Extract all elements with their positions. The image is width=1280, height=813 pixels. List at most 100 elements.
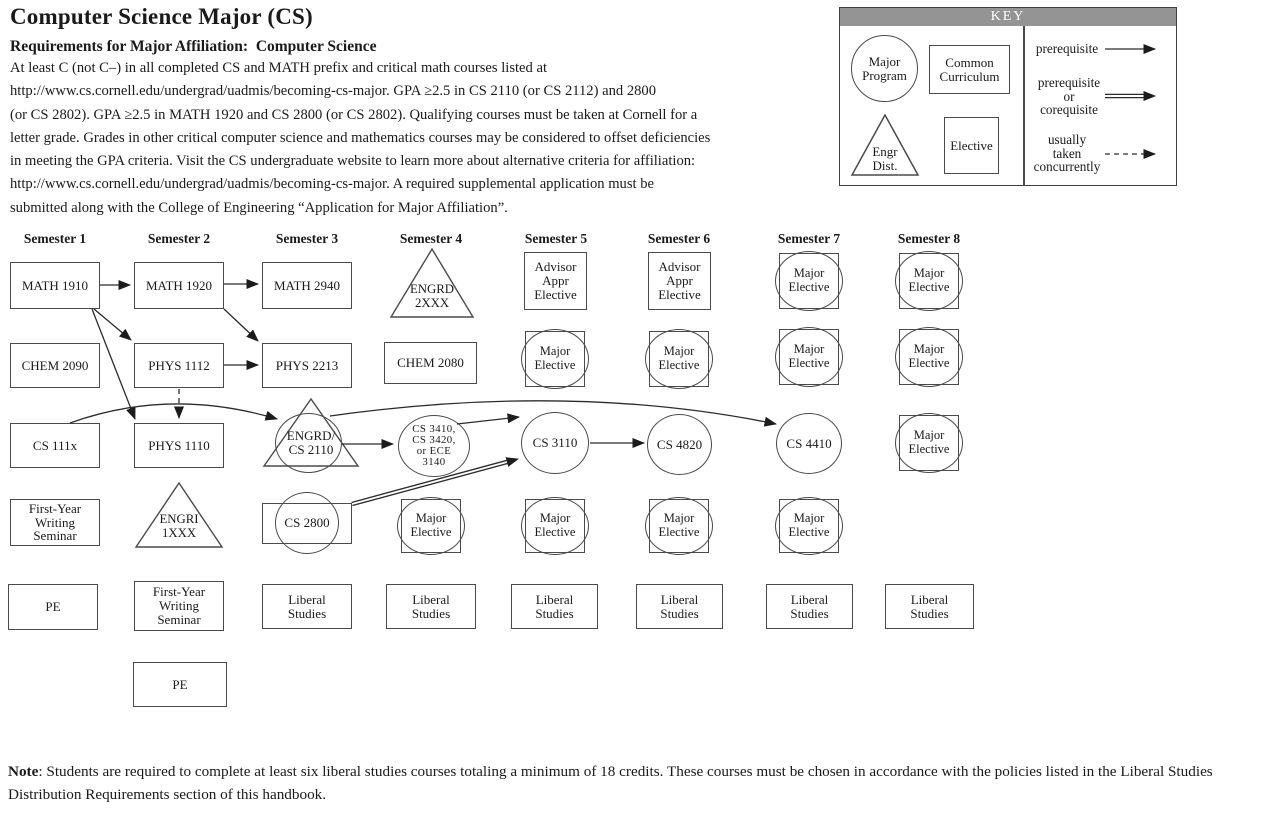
semester-header-8: Semester 8 — [897, 231, 961, 246]
key-common-curriculum-rect: Common Curriculum — [929, 45, 1010, 94]
page-title: Computer Science Major (CS) — [10, 4, 313, 29]
node-label: CHEM 2080 — [384, 342, 477, 384]
node-label: MATH 1920 — [134, 262, 224, 309]
note-body: : Students are required to complete at l… — [8, 763, 1213, 804]
semester-header-5: Semester 5 — [524, 231, 588, 246]
node-label-line: Major — [663, 511, 695, 526]
node-chem-2080: CHEM 2080 — [384, 342, 477, 384]
node-label-line: Studies — [660, 605, 699, 621]
key-divider — [1023, 26, 1025, 185]
node-label-line: CHEM 2090 — [21, 357, 89, 373]
key-engr-dist-label: Engr Dist. — [872, 144, 898, 173]
semester-header-2: Semester 2 — [147, 231, 211, 246]
node-label-line: Liberal — [535, 591, 574, 607]
node-chem-2090: CHEM 2090 — [10, 343, 100, 388]
key-elective-label: Elective — [950, 137, 993, 153]
node-label-line: Major — [793, 342, 825, 357]
node-cs-4820: CS 4820 — [647, 414, 712, 475]
node-label-line: CS 3110 — [532, 435, 578, 451]
node-label-line: Writing — [159, 598, 199, 614]
node-label-line: Elective — [788, 280, 830, 294]
node-label-line: 3140 — [422, 456, 446, 469]
node-label-line: Elective — [658, 525, 700, 539]
node-label-line: Major — [913, 266, 945, 281]
node-label: MATH 2940 — [262, 262, 352, 309]
semester-header-1: Semester 1 — [23, 231, 87, 246]
concurrent-arrow-icon — [1105, 149, 1156, 159]
node-label-line: 1XXX — [161, 526, 197, 541]
node-label: CS 4820 — [647, 414, 712, 475]
node-label-line: Advisor — [658, 259, 701, 275]
node-label-line: Elective — [908, 442, 950, 456]
key-common-curriculum-label: Common Curriculum — [939, 54, 1000, 84]
node-engrd-cs-2110: ENGRD/CS 2110 — [262, 397, 360, 475]
edge-cs-111x-to-engrd-cs-2110 — [69, 403, 278, 424]
note-label: Note — [8, 763, 39, 780]
node-label-line: Liberal — [412, 591, 450, 607]
node-label-line: CS 2110 — [288, 442, 334, 457]
node-label-line: Seminar — [33, 528, 77, 544]
key-engr-dist-triangle: Engr Dist. — [850, 113, 920, 177]
legend-concurrent-label: usually taken concurrently — [1033, 132, 1101, 174]
node-cs-4410: CS 4410 — [776, 413, 842, 474]
node-math-1910: MATH 1910 — [10, 262, 100, 309]
node-label: MATH 1910 — [10, 262, 100, 309]
edge-math-1920-to-phys-2213 — [223, 308, 259, 342]
node-label-line: CS 111x — [32, 437, 78, 453]
node-label-line: Elective — [658, 358, 700, 372]
node-label: CHEM 2090 — [10, 343, 100, 388]
node-label-line: Liberal — [910, 591, 949, 607]
node-label: PE — [8, 584, 98, 630]
node-label-line: Elective — [908, 280, 950, 294]
node-label-line: PE — [172, 676, 188, 692]
node-label-line: Elective — [534, 525, 576, 539]
node-label: CS 111x — [10, 423, 100, 468]
node-label-line: Major — [793, 511, 825, 526]
node-label-line: CHEM 2080 — [397, 355, 464, 371]
node-label-line: Elective — [534, 358, 576, 372]
node-pe-s1: PE — [8, 584, 98, 630]
node-phys-1112: PHYS 1112 — [134, 343, 224, 388]
node-label-line: Major — [913, 342, 945, 357]
node-label-line: PHYS 1112 — [148, 357, 210, 373]
legend-prereq-or-coreq-label: prerequisite or corequisite — [1037, 75, 1101, 117]
node-label-line: ENGRD — [409, 282, 455, 297]
node-label-line: Studies — [287, 605, 327, 621]
node-label: PHYS 1112 — [134, 343, 224, 388]
semester-header-7: Semester 7 — [777, 231, 841, 246]
prereq-or-coreq-arrow-icon — [1105, 91, 1156, 101]
semester-header-4: Semester 4 — [399, 231, 463, 246]
triangle-icon — [134, 481, 224, 548]
requirements-body: At least C (not C–) in all completed CS … — [10, 60, 711, 216]
node-label-line: PE — [45, 599, 61, 615]
node-cs-3110: CS 3110 — [521, 412, 589, 474]
legend-prerequisite-label: prerequisite — [1035, 41, 1099, 56]
node-label-line: Studies — [790, 605, 829, 621]
